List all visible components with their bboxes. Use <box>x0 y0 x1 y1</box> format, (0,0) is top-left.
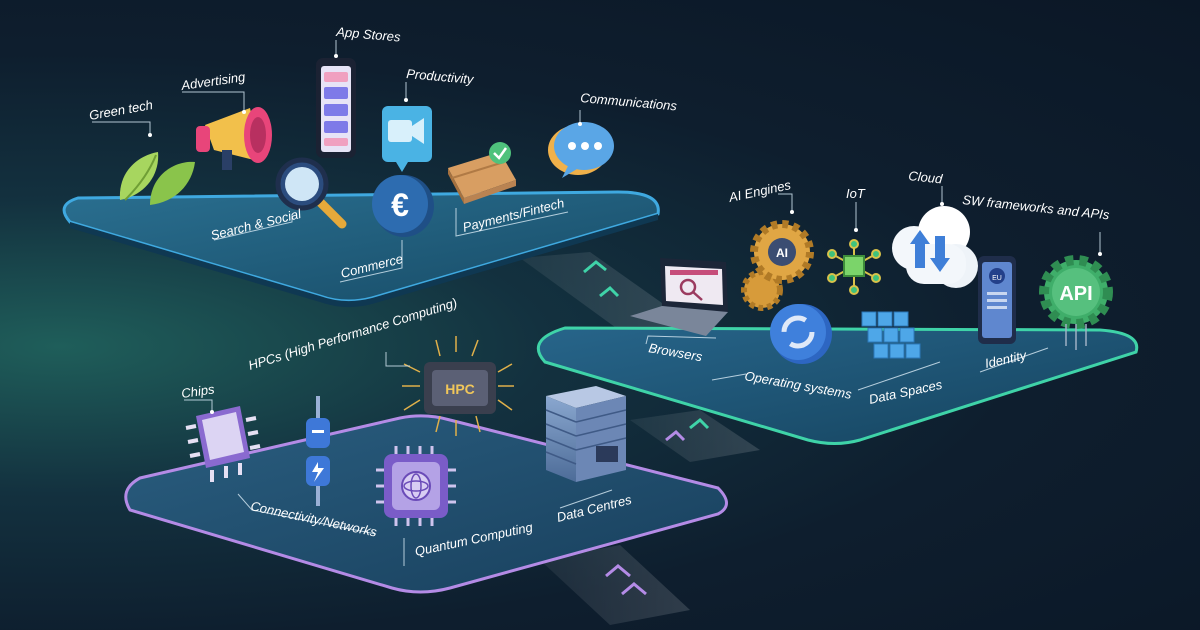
middle-leaders <box>645 186 1102 391</box>
os-sync-icon <box>770 304 832 364</box>
laptop-browser-icon <box>630 258 728 336</box>
label-communications: Communications <box>580 90 678 113</box>
eu-icon-text: EU <box>992 275 1002 282</box>
label-app-stores: App Stores <box>335 24 402 45</box>
ai-gears-icon: AI <box>741 220 814 311</box>
top-platform <box>62 190 660 308</box>
quantum-chip-icon <box>376 446 456 526</box>
iot-network-icon <box>827 239 881 295</box>
middle-platform <box>536 326 1139 445</box>
network-cable-icon <box>306 396 330 506</box>
label-advertising: Advertising <box>179 69 247 93</box>
ai-icon-text: AI <box>776 246 788 260</box>
label-cloud: Cloud <box>908 168 944 187</box>
megaphone-icon <box>196 107 272 170</box>
chip-icon <box>185 406 261 482</box>
label-iot: IoT <box>846 186 866 201</box>
identity-phone-icon: EU <box>978 256 1016 344</box>
arrow-chevrons <box>583 260 710 596</box>
payment-wallet-icon <box>448 142 516 204</box>
label-sw-frameworks: SW frameworks and APIs <box>962 192 1111 222</box>
api-icon-text: API <box>1059 283 1092 305</box>
server-rack-icon <box>545 386 627 482</box>
top-leaders <box>92 40 582 283</box>
search-magnifier-icon <box>275 157 347 229</box>
hpc-processor-icon: HPC <box>402 336 514 436</box>
label-ai-engines: AI Engines <box>727 177 793 205</box>
video-camera-icon <box>382 106 432 172</box>
label-chips: Chips <box>180 381 215 401</box>
label-green-tech: Green tech <box>88 97 154 123</box>
hpc-icon-text: HPC <box>445 381 475 397</box>
label-productivity: Productivity <box>406 66 476 87</box>
svg-text:€: € <box>391 187 409 223</box>
smartphone-icon <box>316 58 356 158</box>
cloud-sync-icon <box>892 206 978 288</box>
chat-bubble-icon <box>548 122 614 178</box>
data-cubes-icon <box>861 311 921 359</box>
bottom-leaders <box>184 352 613 566</box>
api-gear-icon: API <box>1039 255 1113 350</box>
green-tech-icon <box>119 152 195 205</box>
euro-coin-icon: € <box>372 175 434 237</box>
